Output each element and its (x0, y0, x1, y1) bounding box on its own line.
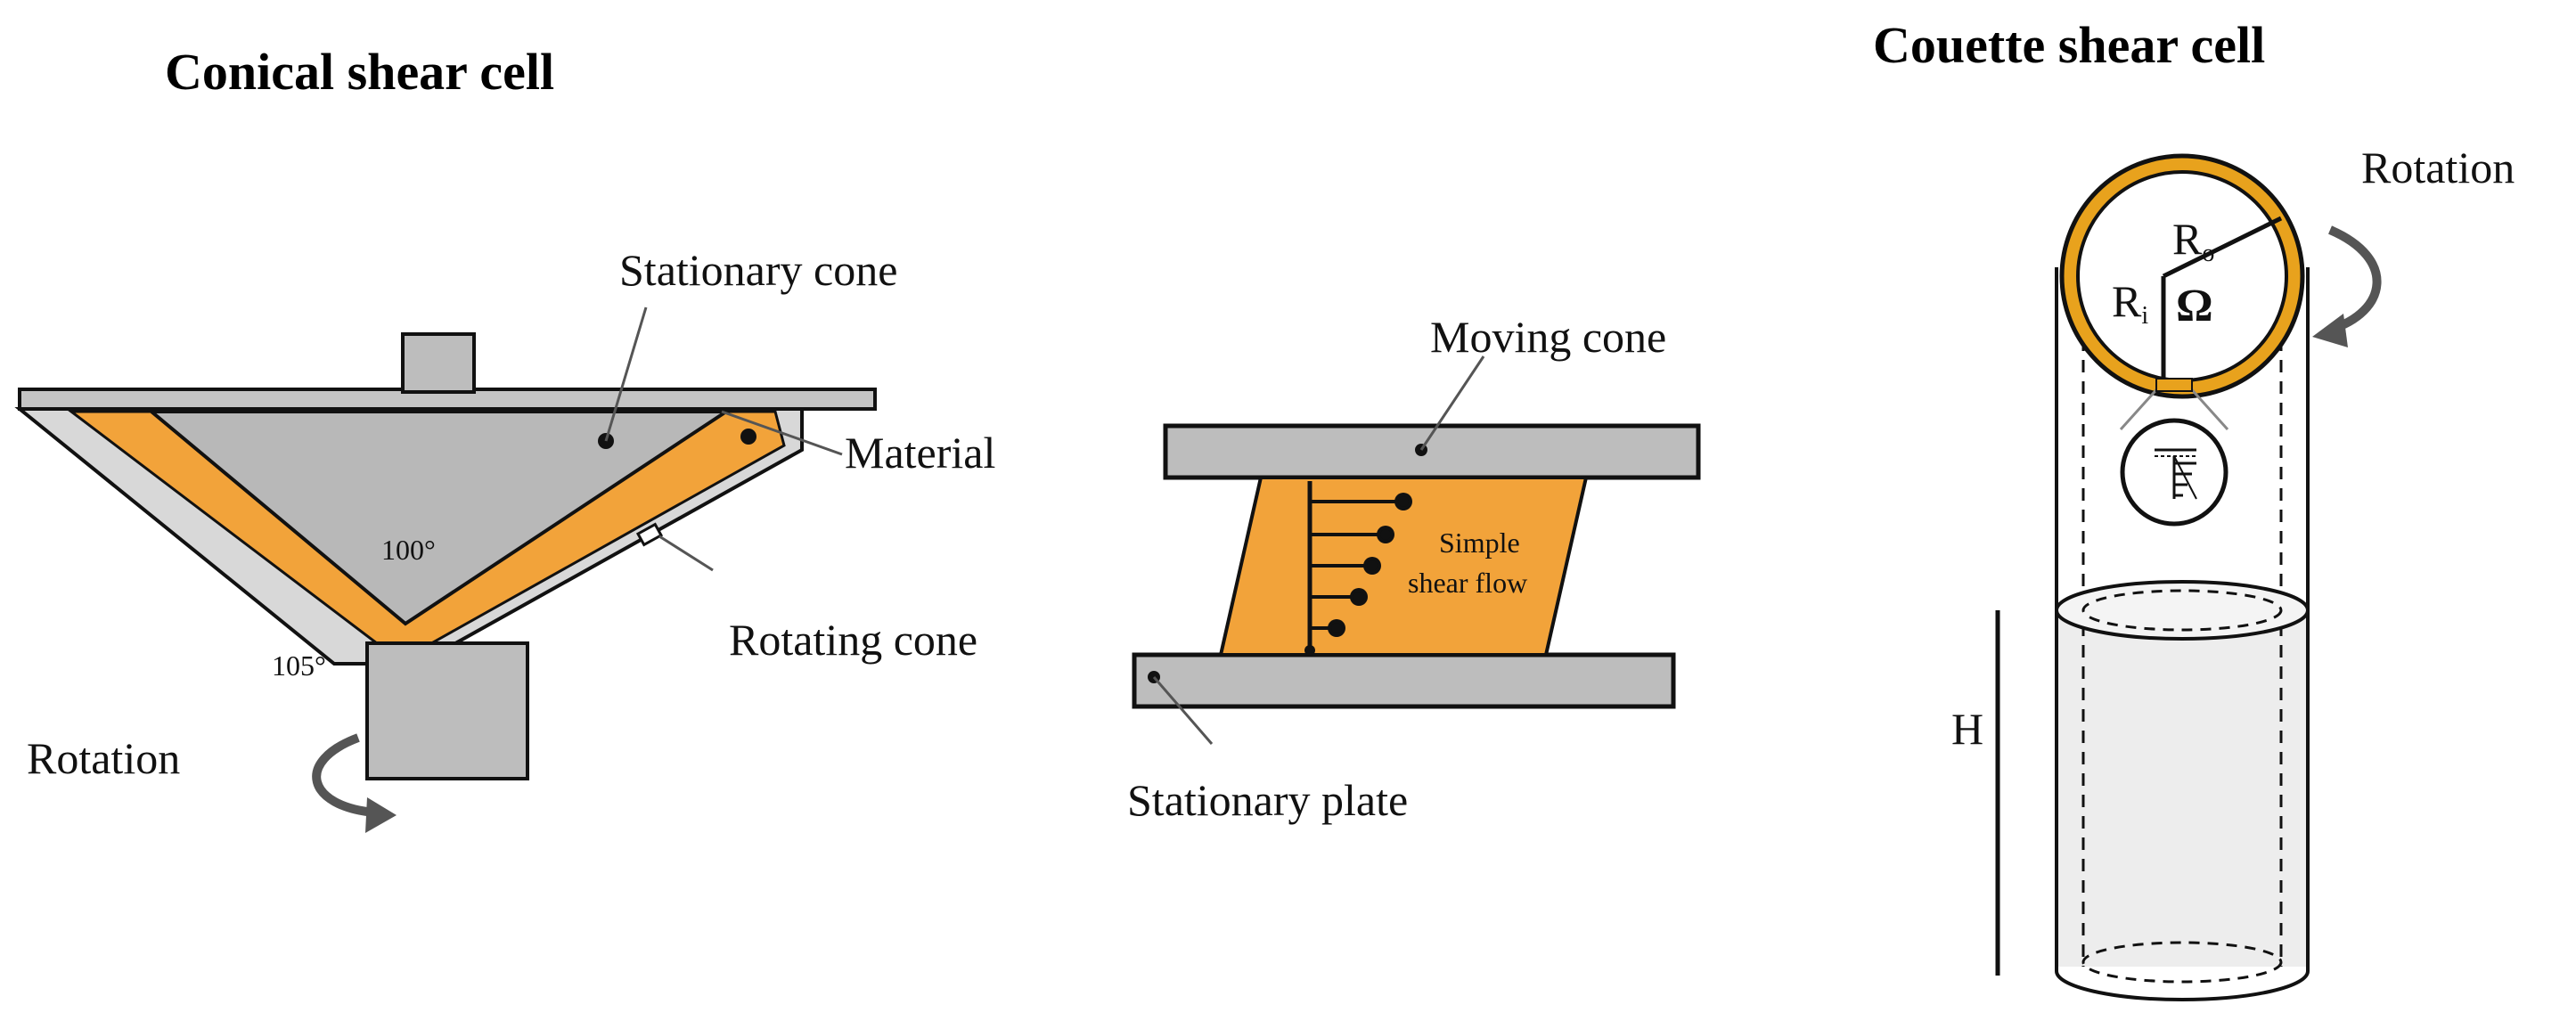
material-leader (721, 410, 843, 456)
stationary-plate-leader (1152, 676, 1214, 745)
simple-shear-schematic: Simple shear flow Moving cone Stationary… (1127, 312, 1701, 825)
stationary-cone-label: Stationary cone (619, 245, 897, 295)
couette-rotation-arrow-head (2312, 314, 2348, 347)
rotating-cone-label: Rotating cone (729, 615, 977, 665)
material-label: Material (845, 428, 995, 478)
stationary-plate (1132, 652, 1676, 709)
material-dot (740, 429, 756, 445)
velocity-profile (1304, 481, 1412, 656)
couette-title: Couette shear cell (1873, 16, 2265, 74)
stationary-cone-shaft (401, 332, 476, 394)
rotating-cone-shaft (365, 641, 529, 780)
couette-shear-cell: Couette shear cell Ro Ri Ω (1873, 16, 2515, 1001)
outer-radius-label: Ro (2172, 214, 2214, 267)
stationary-plate-label: Stationary plate (1127, 775, 1408, 825)
conical-shear-cell: Conical shear cell Stationary cone Mater… (14, 43, 995, 833)
height-label: H (1951, 704, 1983, 754)
flow-label-line1: Simple (1439, 527, 1520, 559)
angle-outer-label: 105° (272, 649, 326, 682)
conical-title: Conical shear cell (165, 43, 554, 101)
inner-bottom-ellipse (2081, 941, 2283, 984)
moving-cone-leader (1419, 355, 1485, 451)
couette-rotation-label: Rotation (2361, 143, 2515, 192)
flow-label-line2: shear flow (1408, 567, 1527, 599)
conical-rotation-label: Rotation (27, 733, 180, 783)
filled-section (2057, 610, 2308, 967)
outer-radius-line (2162, 216, 2283, 279)
rotating-cone-leader (658, 535, 714, 572)
stationary-cone-leader (604, 306, 648, 442)
gap-highlight (2155, 378, 2193, 392)
magnifier-lines (2119, 383, 2229, 431)
omega-label: Ω (2176, 281, 2213, 331)
cylinder-bottom-ellipse (2055, 970, 2310, 1001)
rotating-cone-slot (635, 522, 664, 547)
stationary-cone (146, 410, 732, 626)
angle-inner-label: 100° (381, 534, 436, 566)
conical-rotation-arrow-head (365, 797, 397, 833)
inner-cylinder-top (2076, 170, 2288, 382)
gap-velocity-profile-icon (2155, 448, 2197, 500)
inner-radius-label: Ri (2112, 276, 2148, 330)
conical-rotation-arrow (312, 733, 375, 817)
moving-cone-label: Moving cone (1430, 312, 1666, 362)
fill-top-inner-ellipse (2081, 589, 2283, 632)
couette-rotation-arrow (2328, 225, 2382, 334)
